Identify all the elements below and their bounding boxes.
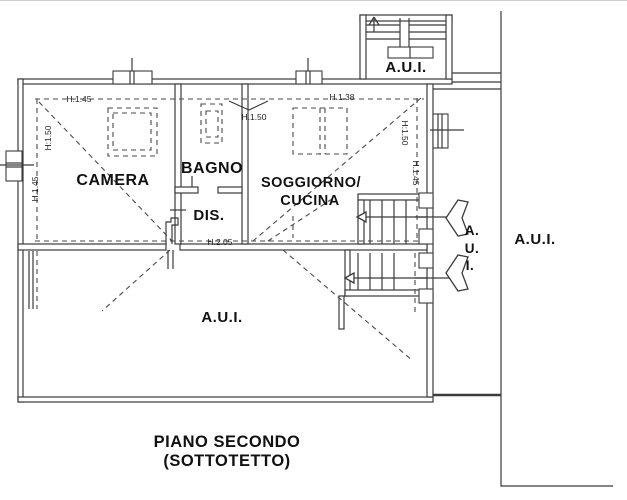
height-label-left-lower: H.1.45 xyxy=(30,176,40,201)
height-label-right-upper: H:1.50 xyxy=(400,120,410,145)
window-icon xyxy=(0,150,34,182)
window-icon xyxy=(415,192,460,245)
exterior-boundary xyxy=(433,11,613,487)
label-aui-top-stairs: A.U.I. xyxy=(385,59,426,76)
plan-caption-line2: (SOTTOTETTO) xyxy=(163,452,290,470)
label-aui-vertical-i: I. xyxy=(466,258,475,273)
window-icon xyxy=(430,113,464,149)
plan-caption-line1: PIANO SECONDO xyxy=(154,433,301,451)
room-label-dis: DIS. xyxy=(193,207,224,224)
window-icon xyxy=(295,58,323,85)
direction-arrows xyxy=(445,199,469,292)
block-arrow-left-icon xyxy=(445,254,469,292)
roof-dashed-lines xyxy=(35,97,424,362)
door-marks xyxy=(28,100,269,309)
label-aui-right: A.U.I. xyxy=(514,231,555,248)
room-label-soggiorno-line2: CUCINA xyxy=(280,193,339,209)
height-label-middle: H.2.05 xyxy=(207,237,232,247)
block-arrow-left-icon xyxy=(445,199,469,237)
room-label-bagno: BAGNO xyxy=(181,160,243,177)
up-arrow-icon xyxy=(368,16,380,32)
stairs-top xyxy=(366,16,446,59)
windows xyxy=(0,58,464,304)
stair-direction-arrow-icon xyxy=(355,210,367,224)
height-label-center: H.1.50 xyxy=(241,112,266,122)
label-aui-vertical-u: U. xyxy=(465,241,480,256)
height-label-right-lower: H.1.45 xyxy=(411,160,421,185)
window-icon xyxy=(112,58,153,85)
stairs-upper xyxy=(355,200,427,244)
height-label-top-right: H.1.38 xyxy=(329,92,354,102)
stair-direction-arrow-icon xyxy=(343,271,355,285)
label-aui-vertical-a: A. xyxy=(465,223,480,238)
room-label-camera: CAMERA xyxy=(76,172,149,189)
height-label-top-left: H.1.45 xyxy=(66,94,91,104)
room-label-aui-lower: A.U.I. xyxy=(201,309,242,326)
room-label-soggiorno-line1: SOGGIORNO/ xyxy=(261,175,361,191)
height-label-left-upper: H:1.50 xyxy=(43,125,53,150)
stairs-lower xyxy=(343,253,427,290)
skylights xyxy=(107,103,348,157)
